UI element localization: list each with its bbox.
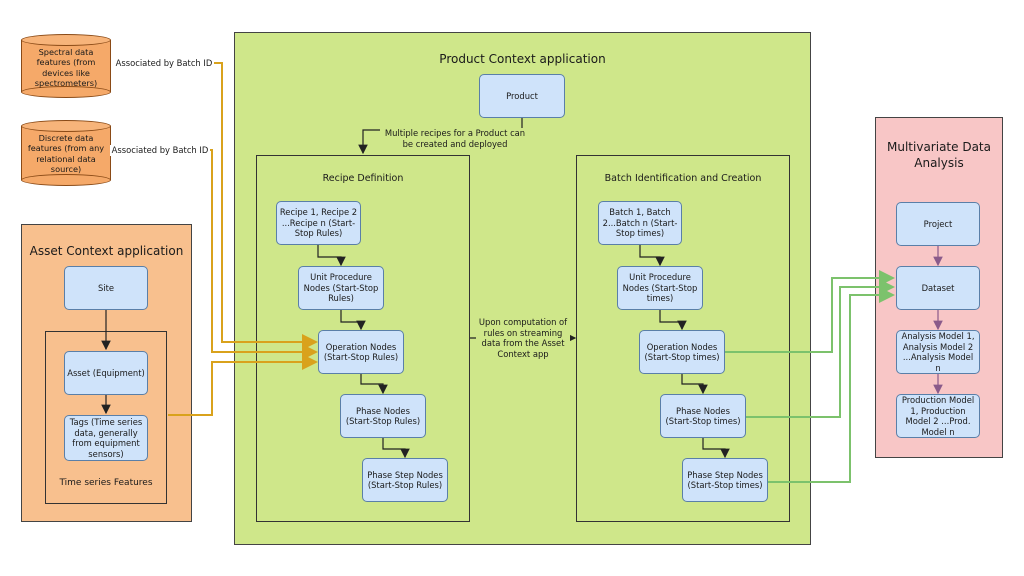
recipe-definition-title: Recipe Definition	[322, 173, 404, 184]
batch-operation-to-phase-link	[681, 374, 708, 395]
time-series-features-label: Time series Features	[59, 478, 153, 488]
batch-identification-box	[576, 155, 790, 522]
batch-node: Batch 1, Batch 2...Batch n (Start-Stop t…	[598, 201, 682, 245]
batch-to-unit-link	[639, 245, 665, 267]
dataset-node: Dataset	[896, 266, 980, 310]
spectral-data-cylinder: Spectral data features (from devices lik…	[21, 34, 111, 98]
tags-to-operation-link	[168, 354, 318, 416]
recipe-definition-box	[256, 155, 470, 522]
multi-recipe-note: Multiple recipes for a Product can be cr…	[380, 128, 530, 149]
discrete-data-cylinder: Discrete data features (from any relatio…	[21, 120, 111, 186]
recipe-operation-node: Operation Nodes (Start-Stop Rules)	[318, 330, 404, 374]
batch-identification-title: Batch Identification and Creation	[604, 173, 762, 184]
recipe-phase-node: Phase Nodes (Start-Stop Rules)	[340, 394, 426, 438]
recipe-to-unit-link	[317, 245, 346, 267]
discrete-data-label: Discrete data features (from any relatio…	[27, 133, 105, 174]
operation-to-phase-link	[360, 374, 388, 395]
spectral-to-operation-link	[212, 62, 318, 350]
product-context-title: Product Context application	[439, 52, 606, 66]
phase-to-dataset-link	[746, 279, 895, 418]
spectral-data-label: Spectral data features (from devices lik…	[34, 47, 98, 88]
analysis-model-node: Analysis Model 1, Analysis Model 2 ...An…	[896, 330, 980, 374]
unit-to-operation-link	[340, 310, 366, 331]
spectral-assoc-label: Associated by Batch ID	[114, 58, 214, 69]
computation-note: Upon computation of rules on streaming d…	[476, 317, 570, 359]
phase-to-phasestep-link	[382, 438, 410, 459]
batch-phase-node: Phase Nodes (Start-Stop times)	[660, 394, 746, 438]
site-node: Site	[64, 266, 148, 310]
recipe-phase-step-node: Phase Step Nodes (Start-Stop Rules)	[362, 458, 448, 502]
project-node: Project	[896, 202, 980, 246]
recipe-unit-procedure-node: Unit Procedure Nodes (Start-Stop Rules)	[298, 266, 384, 310]
product-node: Product	[479, 74, 565, 118]
discrete-to-operation-link	[208, 149, 318, 360]
production-model-node: Production Model 1, Production Model 2 .…	[896, 394, 980, 438]
recipe-node: Recipe 1, Recipe 2 ...Recipe n (Start-St…	[276, 201, 361, 245]
operation-to-dataset-link	[724, 270, 895, 353]
batch-unit-to-operation-link	[659, 310, 687, 331]
mva-title: Multivariate Data Analysis	[887, 140, 991, 171]
batch-operation-node: Operation Nodes (Start-Stop times)	[639, 330, 725, 374]
batch-phase-step-node: Phase Step Nodes (Start-Stop times)	[682, 458, 768, 502]
discrete-assoc-label: Associated by Batch ID	[110, 145, 210, 156]
batch-phase-to-phasestep-link	[702, 438, 730, 459]
asset-context-title: Asset Context application	[29, 244, 184, 258]
phasestep-to-dataset-link	[768, 287, 895, 483]
asset-equipment-node: Asset (Equipment)	[64, 351, 148, 395]
tags-node: Tags (Time series data, generally from e…	[64, 415, 148, 461]
batch-unit-procedure-node: Unit Procedure Nodes (Start-Stop times)	[617, 266, 703, 310]
